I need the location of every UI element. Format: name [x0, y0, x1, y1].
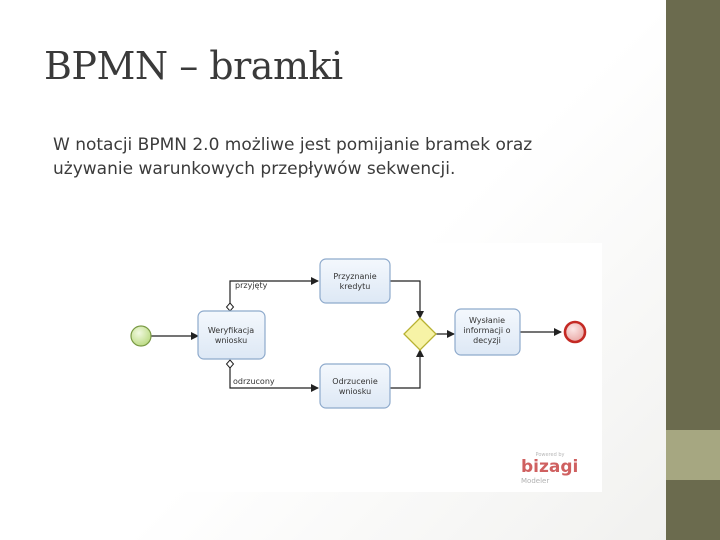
watermark-brand: bizagi: [521, 457, 578, 477]
task-reject-application: [319, 363, 391, 409]
sidebar-accent-middle: [666, 430, 720, 480]
slide-body-text: W notacji BPMN 2.0 możliwe jest pomijani…: [53, 133, 613, 181]
body-line-1: W notacji BPMN 2.0 możliwe jest pomijani…: [53, 135, 533, 155]
task-verify-label-2: wniosku: [215, 336, 247, 345]
task-grant-label-2: kredytu: [340, 282, 371, 291]
watermark-powered-by: Powered by: [536, 452, 565, 458]
task-send-decision: [454, 308, 521, 356]
task-send-label-3: decyzji: [473, 336, 501, 345]
watermark-product: Modeler: [521, 477, 549, 485]
start-event: [130, 325, 152, 347]
task-grant-credit: [319, 258, 391, 304]
bpmn-diagram: przyjęty odrzucony Weryfikacja wniosku P…: [118, 243, 602, 492]
task-send-label-1: Wysłanie: [469, 316, 505, 325]
exclusive-gateway: [403, 317, 437, 351]
conditional-marker-rejected: [225, 359, 235, 369]
task-verify-application: [197, 310, 266, 360]
sidebar-accent-top: [666, 0, 720, 430]
flow-accepted: [229, 277, 319, 311]
task-grant-label-1: Przyznanie: [333, 272, 376, 281]
flow-grant-to-gateway: [390, 280, 424, 319]
bpmn-diagram-svg: przyjęty odrzucony Weryfikacja wniosku P…: [130, 258, 587, 485]
sidebar-accent-bottom: [666, 480, 720, 540]
flow-label-rejected: odrzucony: [233, 377, 275, 386]
conditional-marker-accepted: [225, 302, 235, 312]
flow-reject-to-gateway: [390, 349, 424, 389]
task-verify-label-1: Weryfikacja: [208, 326, 254, 335]
body-line-2: używanie warunkowych przepływów sekwencj…: [53, 159, 456, 179]
flow-label-accepted: przyjęty: [235, 281, 268, 290]
task-send-label-2: informacji o: [463, 326, 510, 335]
task-reject-label-1: Odrzucenie: [332, 377, 378, 386]
end-event: [563, 320, 587, 344]
task-reject-label-2: wniosku: [339, 387, 371, 396]
slide-title: BPMN – bramki: [44, 44, 343, 88]
flow-rejected: [229, 360, 319, 392]
